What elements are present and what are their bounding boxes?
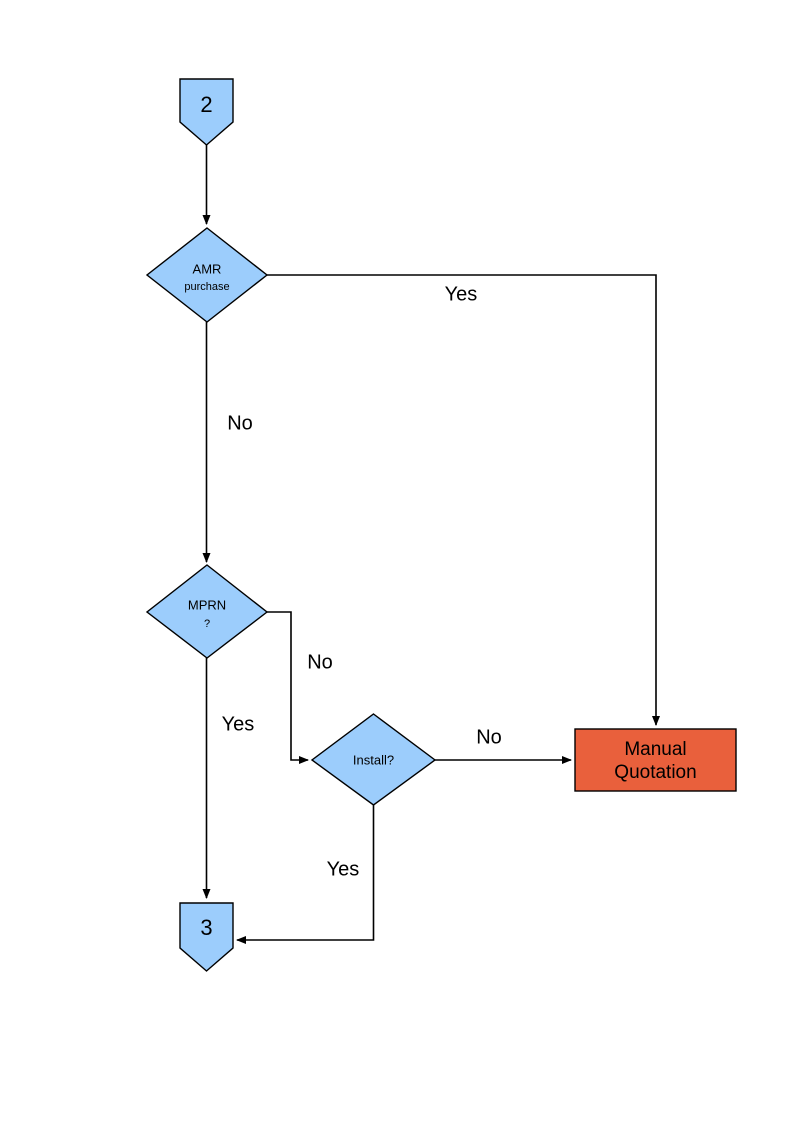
edge-label-install-yes: Yes xyxy=(327,858,360,880)
edge-label-amr-no: No xyxy=(227,412,253,434)
edge-label-mprn-yes: Yes xyxy=(222,713,255,735)
start-connector-label: 2 xyxy=(200,92,212,117)
mprn-decision-label-line2: ? xyxy=(204,618,210,630)
start-connector-shape xyxy=(179,78,234,146)
edge-label-install-no: No xyxy=(476,726,502,748)
node-mprn-decision[interactable]: MPRN ? xyxy=(145,564,269,659)
install-decision-shape xyxy=(310,713,437,806)
node-manual-quotation[interactable]: Manual Quotation xyxy=(574,728,737,792)
end-connector-label: 3 xyxy=(200,915,212,940)
mprn-decision-shape xyxy=(145,564,269,659)
node-install-decision[interactable]: Install? xyxy=(310,713,437,806)
amr-decision-label-line1: AMR xyxy=(193,261,222,276)
manual-quotation-label-line1: Manual xyxy=(624,739,686,760)
edge-mprn-no-to-install xyxy=(267,611,309,764)
node-start-connector[interactable]: 2 xyxy=(179,78,234,146)
manual-quotation-label-line2: Quotation xyxy=(614,762,696,783)
edge-amr-yes-to-manual-quotation xyxy=(267,274,660,726)
install-decision-label: Install? xyxy=(353,752,394,767)
node-end-connector[interactable]: 3 xyxy=(179,902,234,972)
amr-decision-label-line2: purchase xyxy=(184,281,229,293)
end-connector-shape xyxy=(179,902,234,972)
node-amr-decision[interactable]: AMR purchase xyxy=(145,227,269,323)
edge-label-amr-yes: Yes xyxy=(445,283,478,305)
amr-decision-shape xyxy=(145,227,269,323)
edge-install-yes-to-end xyxy=(236,805,375,944)
manual-quotation-shape xyxy=(574,728,737,792)
edge-label-mprn-no: No xyxy=(307,651,333,673)
mprn-decision-label-line1: MPRN xyxy=(188,597,226,612)
